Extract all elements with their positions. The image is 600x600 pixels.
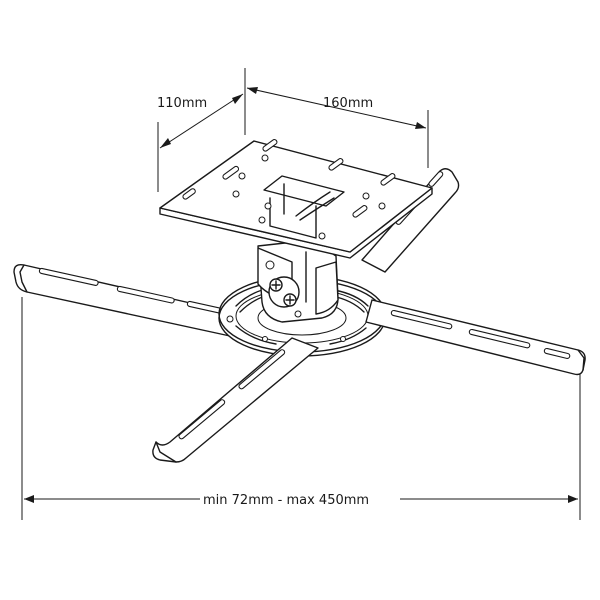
arm-right-front bbox=[365, 299, 586, 376]
tilt-bracket bbox=[257, 239, 339, 323]
ceiling-plate bbox=[159, 139, 433, 259]
arm-span-label: min 72mm - max 450mm bbox=[203, 493, 369, 508]
plate-depth-label: 110mm bbox=[157, 96, 207, 111]
arm-left-front bbox=[152, 337, 319, 463]
plate-width-label: 160mm bbox=[323, 96, 373, 111]
span-label-background bbox=[200, 488, 400, 510]
arm-left bbox=[13, 263, 235, 337]
